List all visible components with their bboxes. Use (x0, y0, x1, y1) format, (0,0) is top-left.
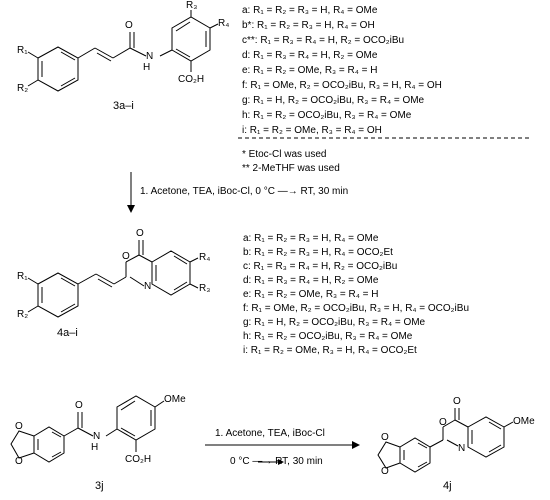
atom-n-4: N (144, 281, 152, 292)
structure-4j (377, 408, 514, 473)
note-methf: ** 2-MeTHF was used (242, 163, 340, 174)
reaction-conditions-1: 1. Acetone, TEA, iBoc-Cl, 0 °C —→ RT, 30… (140, 186, 349, 197)
atom-n-3j: N (93, 431, 101, 442)
reaction-conditions-2-line1: 1. Acetone, TEA, iBoc-Cl (215, 428, 325, 439)
substituent-4c: c: R₁ = R₃ = R₄ = H, R₂ = OCO₂iBu (243, 261, 398, 272)
compound-label-3a-i: 3a–i (113, 100, 134, 112)
substituent-4e: e: R₁ = R₂ = OMe, R₃ = R₄ = H (243, 289, 379, 300)
atom-o-carbonyl-4: O (136, 228, 144, 239)
substituent-3i: i: R₁ = R₂ = OMe, R₃ = R₄ = OH (242, 125, 382, 136)
substituent-4d: d: R₁ = R₃ = R₄ = H, R₂ = OMe (243, 275, 379, 286)
substituent-3b: b*: R₁ = R₂ = R₃ = H, R₄ = OH (242, 20, 375, 31)
atom-o-ring-4j: O (439, 417, 447, 428)
atom-o-3: O (125, 20, 133, 31)
note-etoc: * Etoc-Cl was used (242, 149, 327, 160)
substituent-3c: c**: R₁ = R₃ = R₄ = H, R₂ = OCO₂iBu (242, 35, 405, 46)
atom-r1-4: R₁ (17, 271, 28, 282)
substituent-4f: f: R₁ = OMe, R₂ = OCO₂iBu, R₃ = H, R₄ = … (243, 303, 470, 314)
atom-ome-4j: OMe (513, 416, 535, 427)
atom-ome-3j: OMe (164, 394, 186, 405)
atom-n-4j: N (458, 443, 466, 454)
atom-r2-4: R₂ (17, 309, 29, 320)
condition-small-arrow (258, 459, 284, 465)
structure-4a-i (27, 240, 199, 318)
reaction-arrow-1 (127, 172, 135, 213)
atom-co2h-3: CO₂H (178, 74, 205, 85)
substituent-3h: h: R₁ = R₂ = OCO₂iBu, R₃ = R₄ = OMe (242, 110, 412, 121)
atom-o-3j: O (75, 400, 83, 411)
substituent-3e: e: R₁ = R₂ = OMe, R₃ = R₄ = H (242, 65, 378, 76)
atom-co2h-3j: CO₂H (125, 454, 152, 465)
compound-label-4j: 4j (443, 480, 452, 492)
atom-r4-4: R₄ (199, 252, 211, 263)
reaction-conditions-2-line2: 0 °C —→ RT, 30 min (230, 456, 323, 467)
structure-3j (10, 395, 165, 463)
structure-3a-i (27, 10, 219, 92)
substituent-4b: b: R₁ = R₂ = R₃ = H, R₄ = OCO₂Et (243, 247, 393, 258)
atom-o-dioxole-4j-b: O (381, 466, 389, 477)
atom-o-dioxole-3j-a: O (15, 421, 23, 432)
substituent-4a: a: R₁ = R₂ = R₃ = H, R₄ = OMe (243, 233, 379, 244)
substituent-3g: g: R₁ = H, R₂ = OCO₂iBu, R₃ = R₄ = OMe (242, 95, 425, 106)
substituent-4i: i: R₁ = R₂ = OMe, R₃ = H, R₄ = OCO₂Et (243, 345, 417, 356)
substituent-3d: d: R₁ = R₃ = R₄ = H, R₂ = OMe (242, 50, 378, 61)
atom-o-ring-4: O (122, 251, 130, 262)
atom-o-carbonyl-4j: O (453, 396, 461, 407)
substituent-4h: h: R₁ = R₂ = OCO₂iBu, R₃ = R₄ = OMe (243, 331, 413, 342)
compound-label-4a-i: 4a–i (57, 327, 78, 339)
atom-o-dioxole-4j-a: O (381, 432, 389, 443)
substituent-3a: a: R₁ = R₂ = R₃ = H, R₄ = OMe (242, 5, 378, 16)
atom-h-3: H (143, 62, 151, 73)
atom-r1-3: R₁ (17, 45, 28, 56)
compound-label-3j: 3j (95, 480, 104, 492)
atom-r2-3: R₂ (17, 83, 29, 94)
atom-o-dioxole-3j-b: O (15, 456, 23, 467)
substituent-3f: f: R₁ = OMe, R₂ = OCO₂iBu, R₃ = H, R₄ = … (242, 80, 442, 91)
reaction-arrow-2 (205, 441, 360, 449)
atom-h-3j: H (91, 442, 99, 453)
atom-r4-3: R₄ (218, 18, 230, 29)
atom-r3-3: R₃ (186, 0, 198, 11)
atom-n-3: N (146, 51, 154, 62)
substituent-4g: g: R₁ = H, R₂ = OCO₂iBu, R₃ = R₄ = OMe (243, 317, 426, 328)
atom-r3-4: R₃ (199, 283, 211, 294)
